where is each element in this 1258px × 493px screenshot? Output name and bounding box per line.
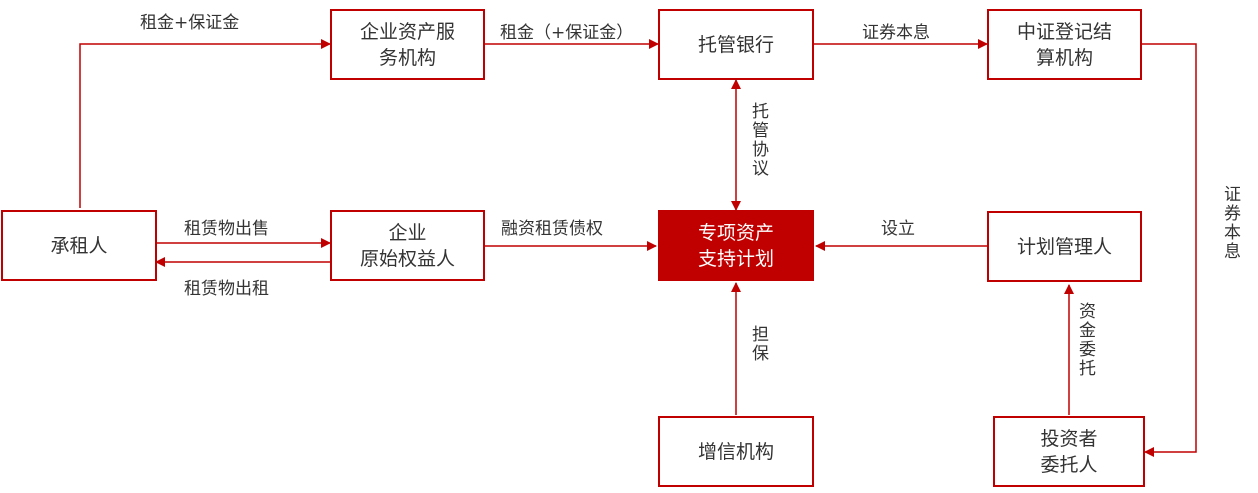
- node-abs-plan: 专项资产 支持计划: [658, 210, 814, 281]
- edge-label-lessee-to-service: 租金+保证金: [140, 13, 240, 33]
- node-original-owner: 企业 原始权益人: [330, 210, 485, 281]
- node-csdc: 中证登记结 算机构: [987, 9, 1142, 80]
- node-lessee: 承租人: [1, 210, 157, 281]
- edge-label-service-to-bank: 租金（+保证金）: [500, 23, 634, 43]
- node-csdc-line2: 算机构: [1035, 46, 1093, 69]
- arrow-lessee-to-service: [79, 39, 331, 208]
- edge-label-custody-agreement: 托管协议: [748, 102, 768, 178]
- node-original-owner-line2: 原始权益人: [359, 247, 455, 270]
- node-asset-service-line1: 企业资产服: [359, 20, 455, 43]
- node-abs-plan-line1: 专项资产: [697, 221, 774, 244]
- node-asset-service-line2: 务机构: [378, 46, 436, 69]
- node-plan-manager: 计划管理人: [987, 211, 1142, 282]
- edge-label-leaseback: 租赁物出租: [184, 279, 269, 299]
- node-original-owner-line1: 企业: [388, 221, 427, 244]
- arrow-csdc-to-investor: [1142, 43, 1197, 457]
- node-lessee-label: 承租人: [50, 234, 108, 257]
- edge-label-fund-entrust: 资金委托: [1075, 302, 1095, 378]
- node-custodian-bank: 托管银行: [658, 9, 814, 80]
- node-custodian-bank-label: 托管银行: [697, 33, 774, 56]
- node-plan-manager-label: 计划管理人: [1016, 235, 1112, 258]
- edge-label-financing-claim: 融资租赁债权: [501, 219, 603, 239]
- node-abs-plan-line2: 支持计划: [697, 247, 774, 270]
- node-asset-service: 企业资产服 务机构: [330, 9, 485, 80]
- edge-label-csdc-to-investor: 证券本息: [1220, 185, 1240, 261]
- node-investor: 投资者 委托人: [993, 416, 1145, 487]
- node-credit-enhancer-label: 增信机构: [697, 440, 774, 463]
- node-credit-enhancer: 增信机构: [658, 416, 814, 487]
- edge-label-sale: 租赁物出售: [184, 219, 269, 239]
- edge-label-establish: 设立: [881, 219, 915, 239]
- node-investor-line1: 投资者: [1040, 427, 1098, 450]
- node-csdc-line1: 中证登记结: [1016, 20, 1112, 43]
- edge-label-guarantee: 担保: [748, 325, 768, 363]
- node-investor-line2: 委托人: [1040, 453, 1098, 476]
- edge-label-bank-to-csdc: 证券本息: [862, 23, 930, 43]
